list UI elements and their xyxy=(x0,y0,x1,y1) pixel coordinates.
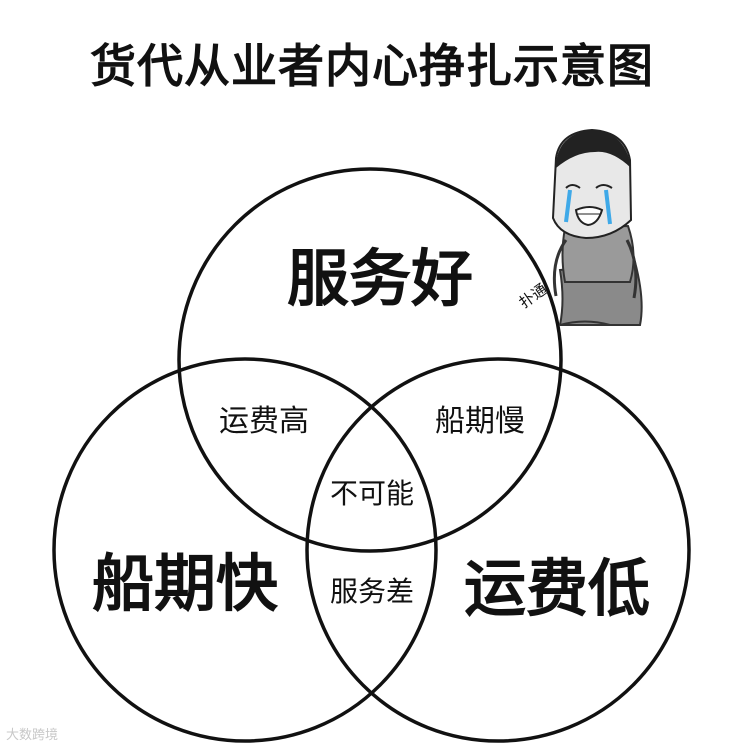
label-high-freight: 运费高 xyxy=(219,404,309,439)
watermark: 大数跨境 xyxy=(6,724,58,743)
label-low-freight: 运费低 xyxy=(464,552,650,625)
crying-kneeling-character-icon xyxy=(553,130,642,325)
label-service-good: 服务好 xyxy=(287,242,473,315)
label-poor-service: 服务差 xyxy=(330,575,414,608)
label-impossible: 不可能 xyxy=(330,477,414,510)
label-slow-schedule: 船期慢 xyxy=(435,404,525,439)
label-fast-schedule: 船期快 xyxy=(92,547,279,620)
